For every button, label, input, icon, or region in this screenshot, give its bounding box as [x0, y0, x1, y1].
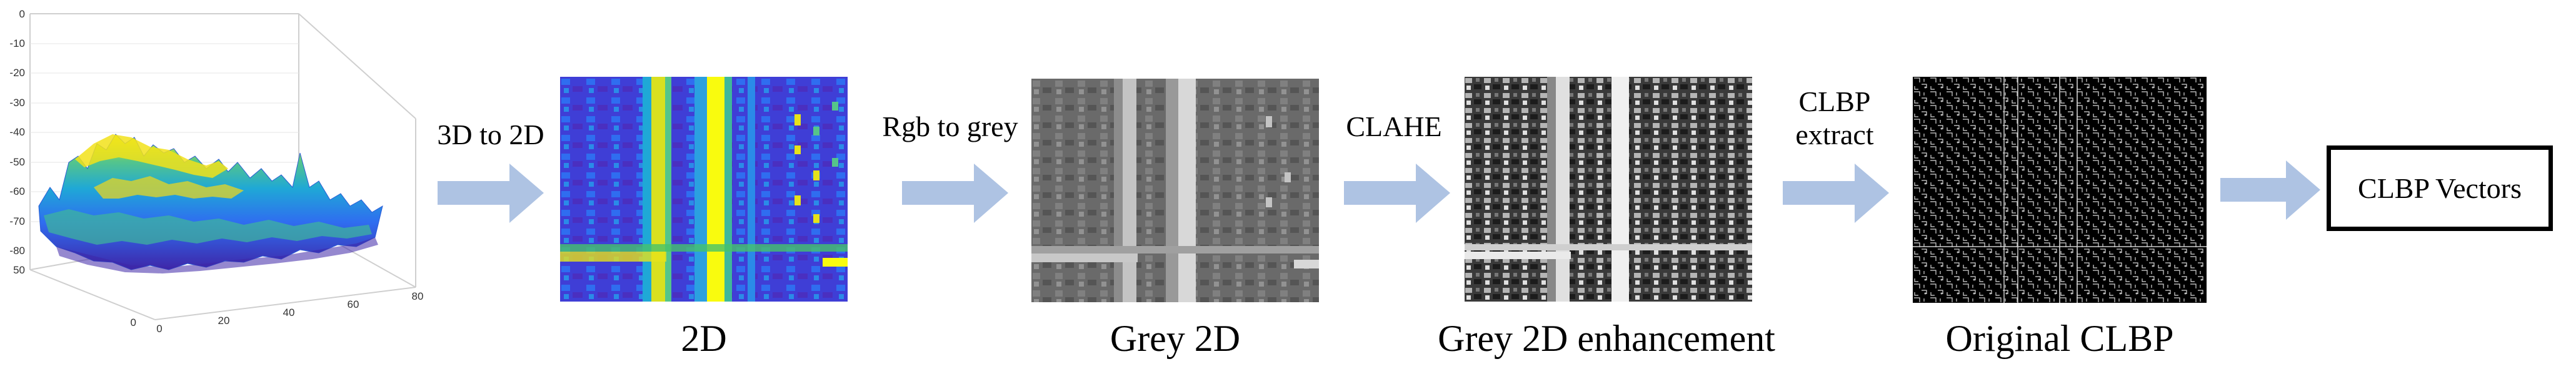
- arrow-label-line2: extract: [1795, 118, 1874, 150]
- z-tick: -40: [9, 126, 25, 138]
- caption-grey-2d: Grey 2D: [1110, 318, 1241, 359]
- image-grey-2d-enhanced: [1465, 77, 1752, 302]
- arrow-right-icon: [1344, 164, 1450, 223]
- arrow-right-icon: [438, 164, 544, 223]
- x-tick: 0: [156, 323, 162, 335]
- z-tick: -80: [9, 245, 25, 257]
- z-tick: -70: [9, 215, 25, 227]
- x-tick: 40: [283, 307, 295, 318]
- arrow-label-clahe: CLAHE: [1346, 111, 1442, 142]
- z-tick: 0: [19, 8, 25, 20]
- image-original-clbp: [1913, 77, 2207, 303]
- arrow-label-rgb-to-grey: Rgb to grey: [882, 111, 1018, 142]
- arrow-right-icon: [2220, 160, 2320, 220]
- z-axis-ticks: 0 -10 -20 -30 -40 -50 -60 -70 -80: [9, 8, 25, 257]
- arrow-label-clbp-extract: CLBP extract: [1763, 86, 1907, 152]
- image-grey-2d: [1031, 79, 1319, 302]
- arrow-right-icon: [902, 164, 1008, 223]
- caption-original-clbp: Original CLBP: [1945, 318, 2174, 359]
- clbp-vectors-box: CLBP Vectors: [2327, 145, 2553, 231]
- surface-mesh: [38, 134, 383, 273]
- z-tick: -50: [9, 156, 25, 168]
- caption-grey-2d-enhancement: Grey 2D enhancement: [1438, 318, 1775, 359]
- arrow-right-icon: [1783, 164, 1889, 223]
- surface-plot-3d: 0 -10 -20 -30 -40 -50 -60 -70 -80 50 0 0…: [9, 8, 423, 335]
- y-tick: 0: [131, 317, 136, 328]
- z-tick: -20: [9, 67, 25, 79]
- caption-2d: 2D: [681, 318, 727, 359]
- x-axis-ticks: 0 20 40 60 80: [156, 290, 423, 335]
- plot-box: [29, 13, 416, 320]
- y-tick: 50: [13, 264, 25, 276]
- arrow-label-line1: CLBP: [1798, 86, 1871, 117]
- x-tick: 80: [412, 290, 424, 302]
- z-tick: -60: [9, 185, 25, 197]
- z-tick: -30: [9, 97, 25, 109]
- x-tick: 20: [218, 315, 230, 327]
- x-tick: 60: [348, 298, 359, 310]
- arrow-label-3d-to-2d: 3D to 2D: [437, 119, 544, 150]
- image-2d-heatmap: [560, 77, 848, 302]
- z-tick: -10: [9, 37, 25, 49]
- y-axis-ticks: 50 0: [13, 264, 136, 328]
